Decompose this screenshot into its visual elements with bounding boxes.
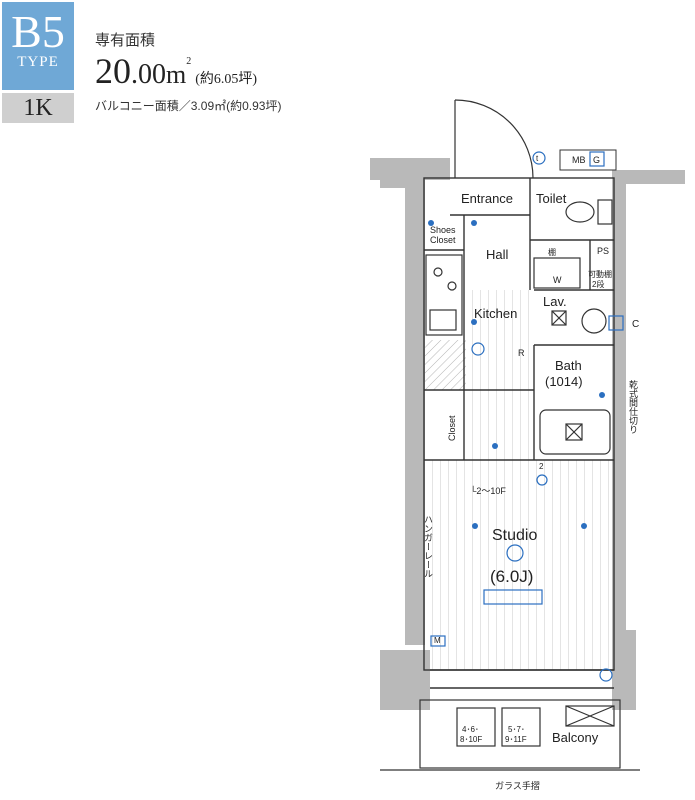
- area-unit-sup: 2: [186, 56, 192, 67]
- label-g: G: [593, 155, 600, 165]
- kitchen-counter: [425, 254, 463, 336]
- label-balcony-floor-a-2: 8･10F: [460, 735, 482, 744]
- room-balcony: Balcony: [552, 730, 599, 745]
- label-c: C: [632, 319, 639, 330]
- room-hall: Hall: [486, 247, 509, 262]
- label-t: t: [536, 154, 539, 163]
- room-bath-size: (1014): [545, 374, 583, 389]
- outlet-marks: [430, 151, 624, 682]
- type-code: B5: [11, 6, 65, 57]
- kitchen-hatch: [424, 340, 466, 390]
- mb-box: [559, 149, 617, 171]
- label-two: 2: [539, 462, 544, 471]
- label-balcony-floor-a-1: 4･6･: [462, 725, 479, 734]
- label-floor-note: └2～10F: [470, 485, 506, 496]
- bath-tub: [539, 409, 611, 455]
- label-dryer: 乾式間仕切り: [628, 379, 638, 434]
- label-glass-rail: ガラス手摺: [495, 780, 540, 791]
- balcony-area: バルコニー面積／3.09㎡(約0.93坪): [95, 99, 282, 113]
- label-movable-shelf-1: 可動棚: [588, 269, 612, 279]
- label-ps: PS: [597, 246, 609, 256]
- room-studio: Studio: [492, 527, 537, 544]
- room-shoes-closet-1: Shoes: [430, 225, 456, 235]
- mark-labels: MB G PS C R W M t 2 棚 可動棚 2段 乾式間仕切り ハンガー…: [423, 154, 639, 791]
- room-closet: Closet: [447, 415, 457, 441]
- kitchen-floor: [464, 290, 534, 460]
- type-label: TYPE: [17, 54, 59, 70]
- label-mb: MB: [572, 155, 586, 165]
- area-integer: 20: [95, 51, 131, 91]
- label-shelf: 棚: [548, 247, 556, 257]
- room-studio-size: (6.0J): [490, 567, 533, 586]
- area-value: 20.00m2(約6.05坪): [95, 50, 257, 92]
- room-shoes-closet-2: Closet: [430, 235, 456, 245]
- room-entrance: Entrance: [461, 191, 513, 206]
- label-balcony-floor-b-1: 5･7･: [508, 725, 525, 734]
- label-hanger-rail: ハンガーレール: [423, 515, 433, 578]
- type-badge: B5 TYPE 1K: [2, 2, 74, 123]
- room-lav: Lav.: [543, 294, 567, 309]
- lavatory-sink: [551, 308, 607, 334]
- area-decimal: .00: [131, 59, 166, 90]
- label-m: M: [434, 636, 441, 645]
- interior-lines: [423, 177, 615, 689]
- room-labels: Entrance Toilet Shoes Closet Hall Kitche…: [430, 191, 599, 745]
- light-marks: [428, 220, 605, 529]
- room-bath: Bath: [555, 358, 582, 373]
- label-balcony-floor-b-2: 9･11F: [505, 735, 527, 744]
- entrance-door: [454, 99, 534, 179]
- layout-label: 1K: [2, 93, 74, 123]
- room-kitchen: Kitchen: [474, 306, 517, 321]
- type-badge-top: B5 TYPE: [2, 2, 74, 90]
- walls: [370, 158, 685, 710]
- area-tsubo: (約6.05坪): [195, 72, 258, 87]
- area-unit: m: [166, 60, 187, 89]
- area-label: 専有面積: [95, 32, 156, 49]
- balcony: [380, 699, 640, 771]
- label-r: R: [518, 348, 525, 358]
- toilet-fixture: [565, 199, 613, 225]
- label-movable-shelf-2: 2段: [592, 279, 604, 289]
- room-toilet: Toilet: [536, 191, 567, 206]
- label-w: W: [553, 275, 562, 285]
- washer: [533, 257, 581, 289]
- studio-floor: [424, 460, 614, 670]
